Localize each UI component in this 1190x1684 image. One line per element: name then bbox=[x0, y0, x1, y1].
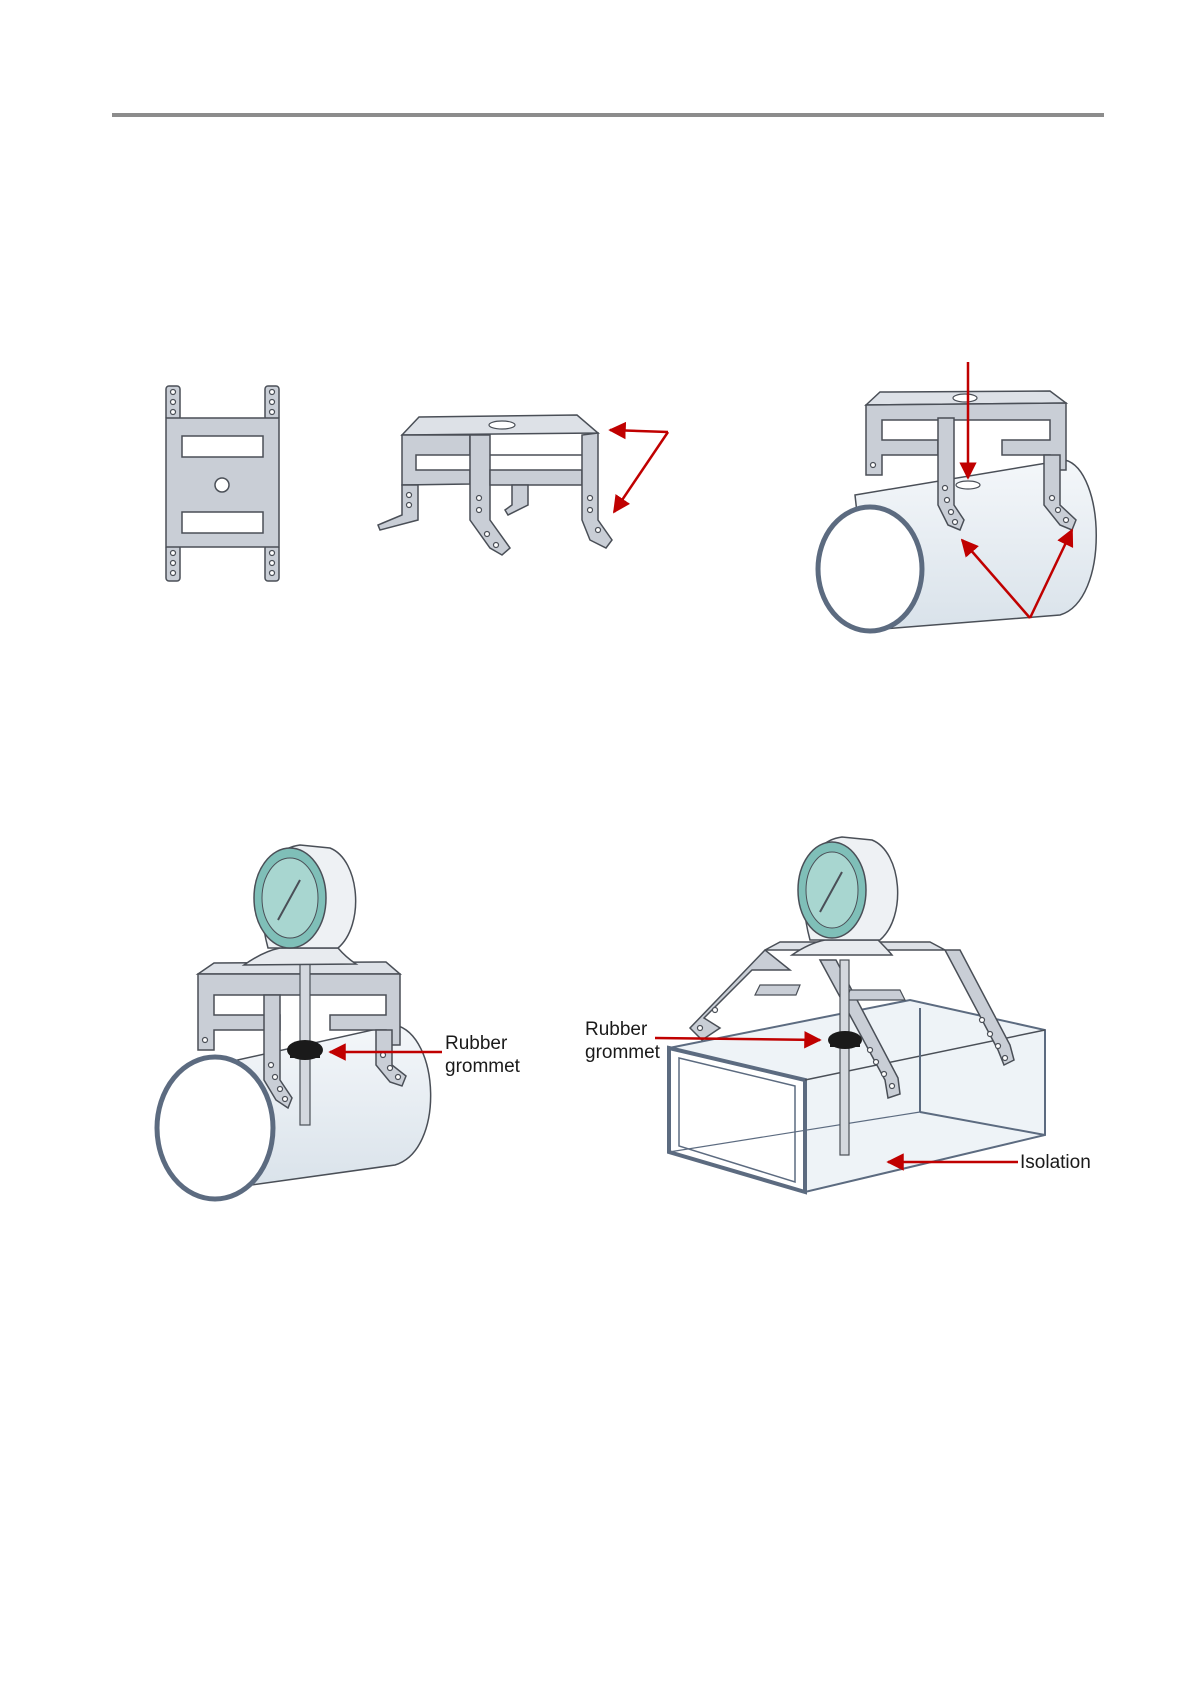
rect-grommet-label: Rubber grommet bbox=[585, 1018, 660, 1064]
isolation-label: Isolation bbox=[1020, 1151, 1091, 1174]
rect-grommet-label-line2: grommet bbox=[585, 1041, 660, 1064]
grommet-icon bbox=[287, 1040, 323, 1060]
folded-bracket bbox=[378, 415, 612, 555]
rect-grommet-label-line1: Rubber bbox=[585, 1018, 660, 1041]
grommet-icon bbox=[828, 1031, 862, 1049]
rect-duct-sensor bbox=[669, 837, 1045, 1192]
round-grommet-label: Rubber grommet bbox=[445, 1032, 520, 1078]
round-grommet-label-line1: Rubber bbox=[445, 1032, 520, 1055]
round-duct-top bbox=[818, 391, 1096, 631]
arrow-icon bbox=[610, 430, 668, 512]
flat-bracket bbox=[166, 386, 279, 581]
round-grommet-label-line2: grommet bbox=[445, 1055, 520, 1078]
round-duct-sensor bbox=[157, 845, 431, 1199]
